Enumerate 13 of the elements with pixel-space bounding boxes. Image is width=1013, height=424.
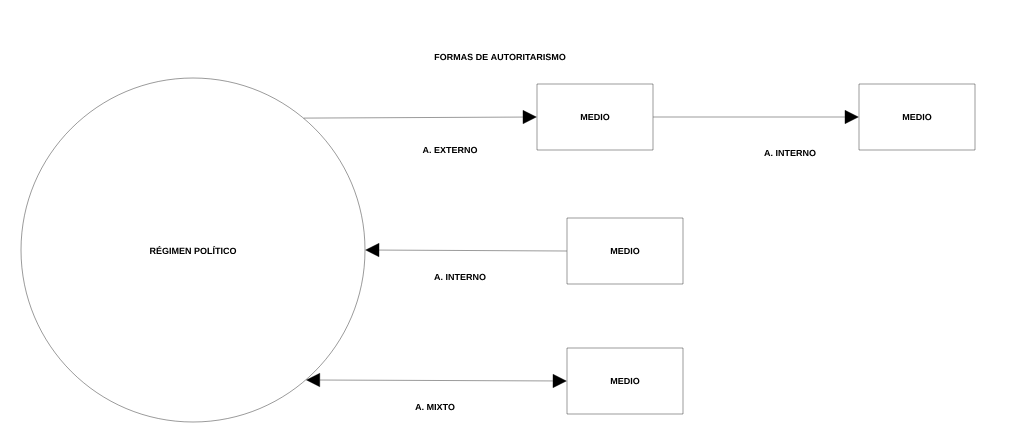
edge-label: A. EXTERNO <box>422 146 478 154</box>
edge-label: A. INTERNO <box>764 149 816 157</box>
edge-label: A. MIXTO <box>415 403 455 411</box>
box: MEDIO <box>566 217 684 285</box>
title: FORMAS DE AUTORITARISMO <box>434 53 566 61</box>
arrow <box>303 110 537 124</box>
box: MEDIO <box>536 83 654 151</box>
arrow <box>365 243 567 257</box>
box: MEDIO <box>566 347 684 415</box>
edge-label: A. INTERNO <box>434 273 486 281</box>
arrow <box>306 373 567 388</box>
box: MEDIO <box>858 83 976 151</box>
arrow <box>653 110 859 124</box>
